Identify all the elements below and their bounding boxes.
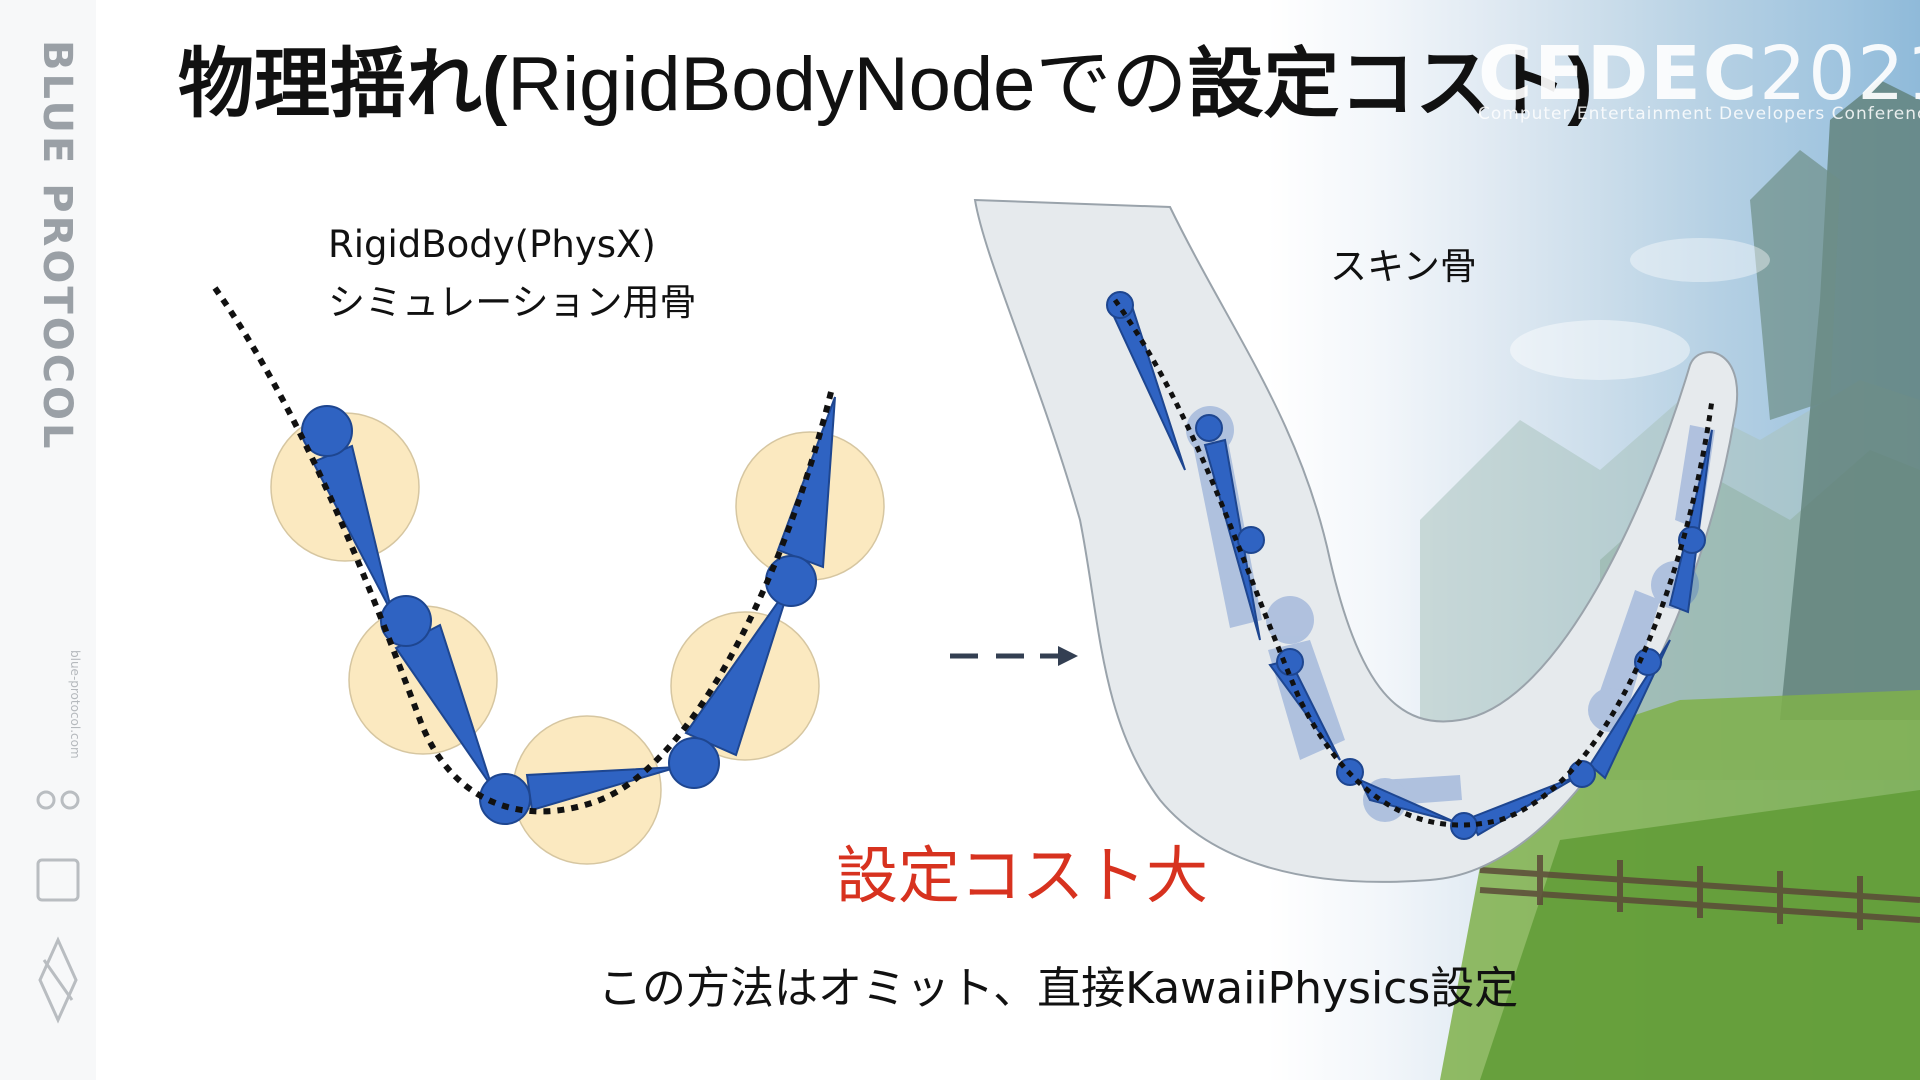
sidebar-url: blue-protocol.com [68, 650, 82, 759]
cedec-logo: CEDEC2021 [1478, 34, 1920, 114]
cedec-brand: CEDEC [1478, 31, 1760, 117]
rigidbody-label-line2: シミュレーション用骨 [328, 281, 697, 324]
setup-cost-high-label: 設定コスト大 [836, 839, 1209, 912]
rigidbody-label-line1: RigidBody(PhysX) [328, 223, 656, 266]
title-part-rigidbody: RigidBodyNodeでの [507, 42, 1188, 127]
skin-bone-chain-curve [1112, 298, 1715, 828]
footer-note: この方法はオミット、直接KawaiiPhysics設定 [598, 963, 1519, 1014]
title-part-physics: 物理揺れ( [178, 42, 508, 127]
skin-mesh [973, 198, 1739, 883]
skin-bone-segment [1668, 429, 1713, 614]
bone-joint [668, 737, 720, 789]
skin-bone-joint [1276, 648, 1304, 676]
transition-arrow-icon [950, 646, 1078, 666]
slide-title: 物理揺れ(RigidBodyNodeでの設定コスト) [178, 40, 1593, 130]
sidebar: BLUE PROTOCOL blue-protocol.com [0, 0, 96, 1080]
bone-joint [380, 595, 432, 647]
cedec-tagline: Computer Entertainment Developers Confer… [1478, 104, 1920, 124]
skin-bone-joint [1106, 291, 1134, 319]
cedec-year: 2021 [1759, 31, 1920, 117]
sidebar-emblem-icon [36, 790, 80, 1024]
skin-bone-label: スキン骨 [1330, 245, 1477, 288]
bone-chain-curve [212, 286, 835, 815]
skin-bone-joint [1237, 526, 1265, 554]
title-part-cost: 設定コスト) [1187, 42, 1593, 127]
skin-bone-joint [1195, 414, 1223, 442]
bone-joint [301, 405, 353, 457]
skin-bone-joint [1568, 760, 1596, 788]
